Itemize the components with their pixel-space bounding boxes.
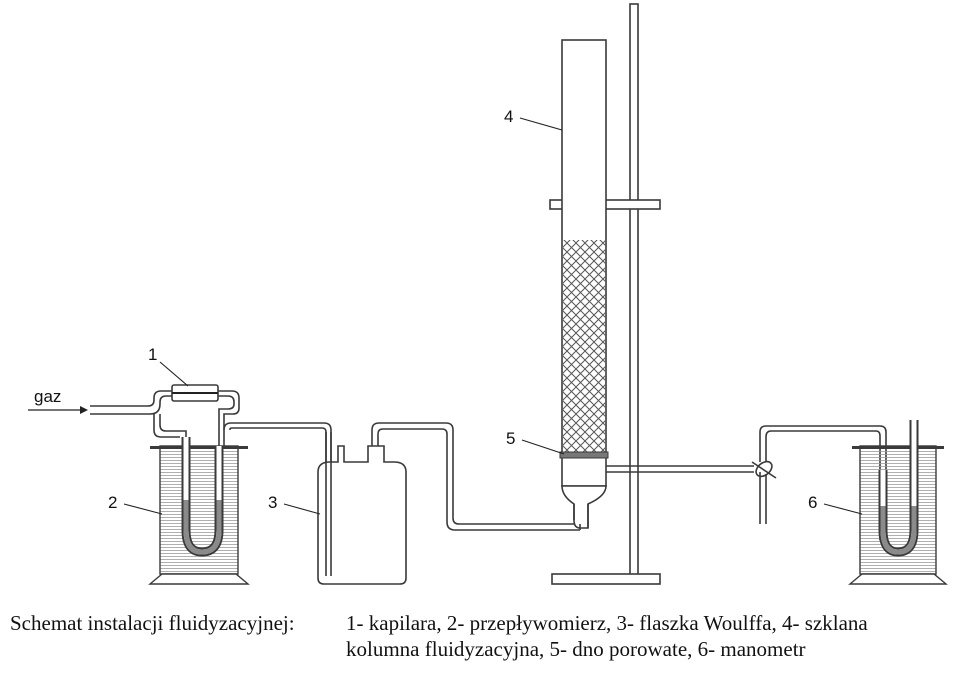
number-labels: 1 2 3 4 5 6 <box>108 107 863 515</box>
gas-label: gaz <box>34 387 61 406</box>
label-6: 6 <box>808 493 817 512</box>
woulff-bottle <box>317 422 580 585</box>
fluidization-diagram: gaz <box>28 3 948 585</box>
fluidization-column <box>559 39 754 530</box>
label-3: 3 <box>268 493 277 512</box>
caption-heading: Schemat instalacji fluidyzacyjnej: <box>10 611 295 635</box>
label-5: 5 <box>506 429 515 448</box>
gas-inlet: gaz <box>28 387 172 415</box>
manometer <box>848 420 948 585</box>
label-1: 1 <box>148 345 157 364</box>
flowmeter <box>148 437 250 585</box>
caption-body: 1- kapilara, 2- przepływomierz, 3- flasz… <box>346 611 868 661</box>
label-2: 2 <box>108 493 117 512</box>
capillary <box>171 384 240 446</box>
stopcock-valve <box>751 425 887 540</box>
label-4: 4 <box>504 107 513 126</box>
